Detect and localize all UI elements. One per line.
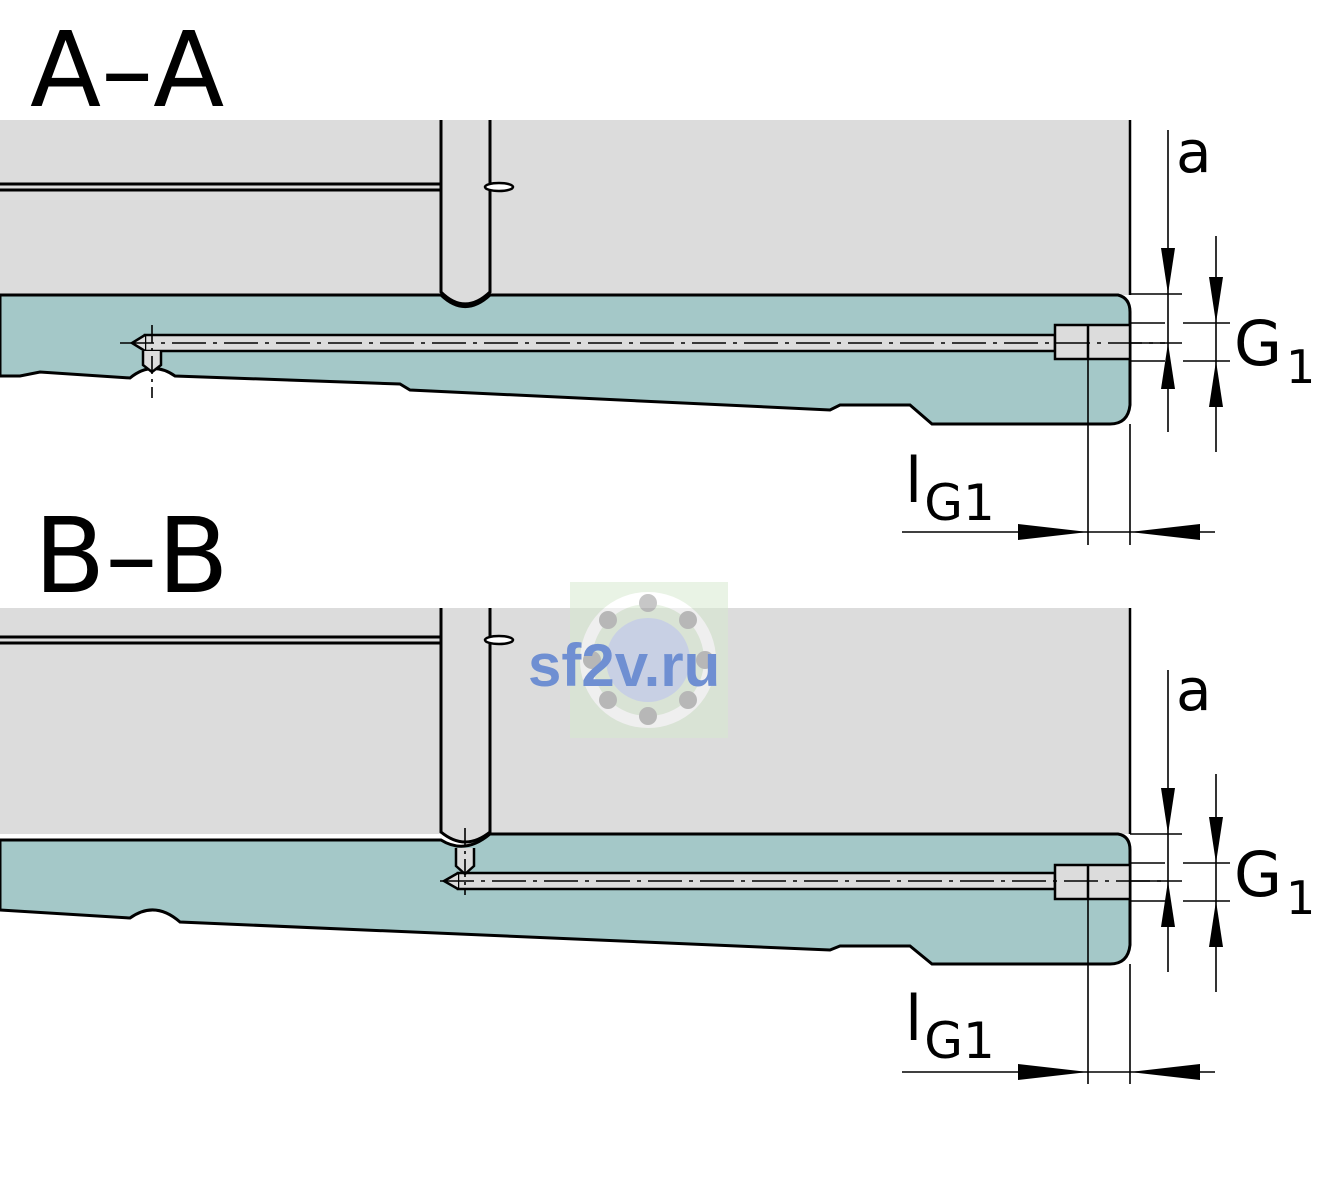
section-b: B–B a G1	[0, 495, 1315, 1084]
carriage-block	[0, 608, 1130, 834]
dim-lg1: lG1	[905, 982, 995, 1070]
dim-lg1: lG1	[905, 444, 995, 532]
rail-profile	[0, 832, 1132, 966]
section-title: B–B	[34, 495, 229, 617]
watermark	[570, 582, 728, 738]
rail-profile	[0, 293, 1132, 426]
dim-a: a	[1176, 118, 1212, 186]
dim-g1: G1	[1234, 838, 1315, 925]
carriage-block	[0, 120, 1130, 295]
section-title: A–A	[30, 9, 224, 131]
section-a: A–A a G1	[0, 9, 1315, 545]
dim-g1: G1	[1234, 307, 1315, 394]
dim-a: a	[1176, 656, 1212, 724]
watermark-text: sf2v.ru	[528, 632, 720, 699]
